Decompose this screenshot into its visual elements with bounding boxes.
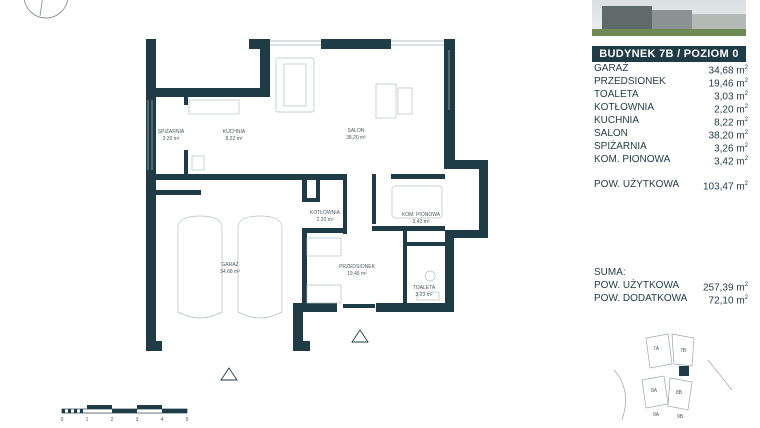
room-area: 34,68 m2 <box>708 65 748 77</box>
interior-walls <box>156 95 445 308</box>
room-area: 3,26 m2 <box>714 143 748 155</box>
room-name: SPIŻARNIA <box>594 141 647 152</box>
room-label-kuchnia: KUCHNIA <box>223 129 246 135</box>
site-plan-minimap: 7A 7B 8A 8B 9A 9B <box>613 333 733 421</box>
scale-tick-5: 5 <box>186 417 189 423</box>
exterior-walls <box>146 39 488 351</box>
summary-value: 257,39 m2 <box>702 282 748 294</box>
room-area-toaleta: 3,03 m² <box>416 292 433 298</box>
entrance-marker-icon <box>220 329 369 381</box>
room-name: GARAŻ <box>594 63 629 74</box>
room-area: 2,20 m2 <box>714 104 748 116</box>
room-row: PRZEDSIONEK 19,46 m2 <box>594 75 748 90</box>
room-name: KOTŁOWNIA <box>594 102 655 113</box>
room-label-kom-pionowa: KOM. PIONOWA <box>402 212 441 218</box>
usable-area-label: POW. UŻYTKOWA <box>594 179 680 190</box>
compass-icon <box>23 0 69 19</box>
room-area-przedsionek: 19,46 m² <box>347 271 367 277</box>
room-row: KUCHNIA 8,22 m2 <box>594 114 748 129</box>
room-area-salon: 38,20 m² <box>346 135 366 141</box>
usable-area-value: 103,47 m2 <box>702 181 748 193</box>
room-name: KOM. PIONOWA <box>594 154 671 165</box>
room-label-spizarnia: SPIŻARNIA <box>158 128 185 135</box>
summary-row: POW. DODATKOWA 72,10 m2 <box>594 292 748 307</box>
room-label-garaz: GARAŻ <box>221 261 238 268</box>
room-area: 8,22 m2 <box>714 117 748 129</box>
info-panel: BUDYNEK 7B / POZIOM 0 GARAŻ 34,68 m2 PRZE… <box>592 0 752 428</box>
usable-area-row: POW. UŻYTKOWA 103,47 m2 <box>594 178 748 193</box>
room-row: SPIŻARNIA 3,26 m2 <box>594 140 748 155</box>
room-name: PRZEDSIONEK <box>594 76 666 87</box>
scale-bar: 0 1 2 3 4 5 <box>61 405 189 423</box>
room-label-salon: SALON <box>348 128 365 134</box>
room-area-spizarnia: 3,26 m² <box>163 136 180 142</box>
building-photo <box>592 0 746 36</box>
windows <box>147 40 450 170</box>
room-area-kuchnia: 8,22 m² <box>226 136 243 142</box>
room-area-garaz: 34,68 m² <box>220 269 240 275</box>
room-area: 19,46 m2 <box>708 78 748 90</box>
site-label: 7A <box>653 346 660 352</box>
room-row: KOM. PIONOWA 3,42 m2 <box>594 153 748 168</box>
room-row: GARAŻ 34,68 m2 <box>594 62 748 77</box>
scale-tick-2: 2 <box>111 417 114 423</box>
furniture <box>177 57 443 319</box>
summary-label: POW. UŻYTKOWA <box>594 280 680 291</box>
room-area: 3,03 m2 <box>714 91 748 103</box>
site-label: 9A <box>653 412 660 418</box>
site-label: 7B <box>680 348 687 354</box>
scale-tick-4: 4 <box>161 417 164 423</box>
highlighted-building-7b <box>679 366 689 376</box>
room-area-kotlownia: 2,20 m² <box>317 217 334 223</box>
room-row: TOALETA 3,03 m2 <box>594 88 748 103</box>
room-area: 38,20 m2 <box>708 130 748 142</box>
site-label: 8B <box>676 390 683 396</box>
room-label-kotlownia: KOTŁOWNIA <box>310 210 341 216</box>
summary-label: POW. DODATKOWA <box>594 293 688 304</box>
room-area: 3,42 m2 <box>714 156 748 168</box>
site-label: 9B <box>677 414 684 420</box>
room-name: SALON <box>594 128 628 139</box>
floor-plan: SPIŻARNIA 3,26 m² KUCHNIA 8,22 m² SALON … <box>23 0 488 423</box>
room-row: KOTŁOWNIA 2,20 m2 <box>594 101 748 116</box>
room-area-kom-pionowa: 3,42 m² <box>413 219 430 225</box>
summary-value: 72,10 m2 <box>708 295 748 307</box>
room-label-przedsionek: PRZEDSIONEK <box>339 264 376 270</box>
scale-tick-3: 3 <box>136 417 139 423</box>
scale-tick-0: 0 <box>61 417 64 423</box>
scale-tick-1: 1 <box>86 417 89 423</box>
summary-row: POW. UŻYTKOWA 257,39 m2 <box>594 279 748 294</box>
room-name: TOALETA <box>594 89 639 100</box>
site-label: 8A <box>651 388 658 394</box>
room-row: SALON 38,20 m2 <box>594 127 748 142</box>
summary-title: SUMA: <box>594 267 626 278</box>
building-level-header: BUDYNEK 7B / POZIOM 0 <box>592 46 746 62</box>
room-label-toaleta: TOALETA <box>413 285 436 291</box>
room-name: KUCHNIA <box>594 115 640 126</box>
